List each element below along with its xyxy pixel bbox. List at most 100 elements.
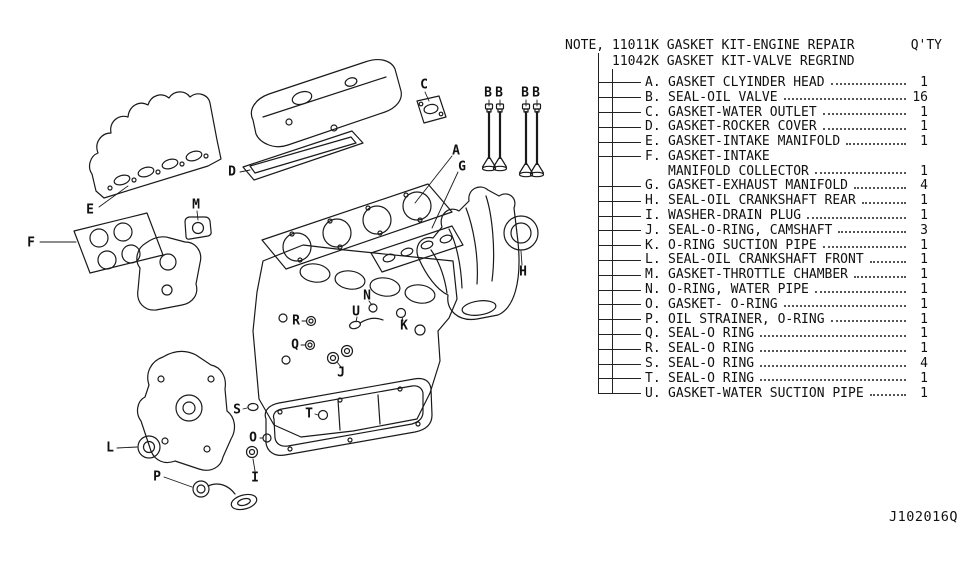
item-letter: T.: [645, 370, 661, 386]
parts-list-row[interactable]: B. SEAL-OIL VALVE 16: [565, 90, 942, 105]
item-letter: G.: [645, 178, 661, 194]
callout-L[interactable]: L: [106, 440, 114, 456]
callout-B[interactable]: B: [484, 85, 492, 101]
parts-list-row[interactable]: G. GASKET-EXHAUST MANIFOLD 4: [565, 178, 942, 194]
kit-tick: [598, 82, 641, 84]
item-letter: I.: [645, 208, 661, 224]
parts-list-row[interactable]: MANIFOLD COLLECTOR 1: [565, 164, 942, 179]
parts-list-row[interactable]: H. SEAL-OIL CRANKSHAFT REAR 1: [565, 193, 942, 208]
callout-B[interactable]: B: [521, 85, 529, 101]
parts-list-row[interactable]: L. SEAL-OIL CRANKSHAFT FRONT 1: [565, 252, 942, 268]
item-qty: 1: [920, 311, 928, 327]
kit-tick: [598, 245, 641, 247]
item-qty: 1: [920, 296, 928, 312]
callout-B[interactable]: B: [532, 85, 540, 101]
callout-R[interactable]: R: [292, 313, 300, 329]
item-name: SEAL-O RING: [668, 370, 755, 386]
callout-C[interactable]: C: [420, 77, 428, 93]
parts-list-row[interactable]: C. GASKET-WATER OUTLET 1: [565, 105, 942, 120]
cylinder-head-gasket-drawing: [261, 183, 453, 270]
parts-list-row[interactable]: S. SEAL-O RING 4: [565, 356, 942, 371]
item-name: SEAL-OIL CRANKSHAFT REAR: [668, 193, 856, 209]
kit-tick: [598, 363, 641, 365]
callout-U[interactable]: U: [352, 304, 360, 320]
kit-tick: [598, 230, 641, 232]
callout-T[interactable]: T: [305, 406, 313, 422]
item-qty: 1: [920, 104, 928, 120]
item-qty: 1: [920, 119, 928, 135]
parts-list-row[interactable]: J. SEAL-O-RING, CAMSHAFT 3: [565, 223, 942, 238]
parts-list-row[interactable]: N. O-RING, WATER PIPE 1: [565, 282, 942, 297]
callout-H[interactable]: H: [519, 264, 527, 280]
item-letter: J.: [645, 222, 661, 238]
item-letter: R.: [645, 341, 661, 357]
drawing-number: J102016Q: [889, 509, 959, 525]
leader-dots: [814, 290, 906, 293]
kit-tick: [598, 156, 641, 158]
parts-list-row[interactable]: E. GASKET-INTAKE MANIFOLD 1: [565, 134, 942, 149]
leader-dots: [783, 98, 906, 101]
item-qty: 1: [920, 385, 928, 401]
item-qty: 4: [920, 356, 928, 372]
parts-list-row[interactable]: D. GASKET-ROCKER COVER 1: [565, 119, 942, 134]
item-name: SEAL-O RING: [668, 341, 755, 357]
kit-tick: [598, 97, 641, 99]
parts-list-row[interactable]: P. OIL STRAINER, O-RING 1: [565, 312, 942, 327]
throttle-chamber-gasket-drawing: [184, 216, 212, 240]
drain-washer-drawing: [245, 445, 259, 459]
leader-dots: [869, 260, 906, 263]
kit-tick: [598, 289, 641, 291]
kit-tick: [598, 259, 641, 261]
item-name: SEAL-O RING: [668, 356, 755, 372]
item-name: SEAL-OIL CRANKSHAFT FRONT: [668, 252, 864, 268]
parts-list-row[interactable]: K. O-RING SUCTION PIPE 1: [565, 238, 942, 253]
callout-I[interactable]: I: [251, 470, 259, 486]
water-outlet-gasket-drawing: [416, 95, 447, 124]
parts-list-row[interactable]: Q. SEAL-O RING 1: [565, 326, 942, 342]
item-name: GASKET-EXHAUST MANIFOLD: [668, 178, 849, 194]
rocker-cover-gasket-drawing: [242, 130, 364, 181]
parts-list-row[interactable]: T. SEAL-O RING 1: [565, 371, 942, 386]
callout-K[interactable]: K: [400, 318, 408, 334]
item-name: MANIFOLD COLLECTOR: [668, 163, 809, 179]
callout-M[interactable]: M: [192, 197, 200, 213]
leader-dots: [760, 349, 906, 352]
parts-list-row[interactable]: U. GASKET-WATER SUCTION PIPE 1: [565, 386, 942, 401]
parts-list-row[interactable]: O. GASKET- O-RING 1: [565, 297, 942, 312]
kit-tick: [598, 111, 641, 113]
parts-list-row[interactable]: R. SEAL-O RING 1: [565, 341, 942, 356]
kit2-header: 11042K GASKET KIT-VALVE REGRIND: [612, 54, 855, 69]
item-name: GASKET-THROTTLE CHAMBER: [668, 267, 849, 283]
item-qty: 1: [920, 326, 928, 342]
leader-dots: [822, 246, 906, 249]
callout-P[interactable]: P: [153, 469, 161, 485]
item-letter: O.: [645, 296, 661, 312]
item-qty: 1: [920, 370, 928, 386]
item-name: WASHER-DRAIN PLUG: [668, 208, 802, 224]
parts-list-row[interactable]: M. GASKET-THROTTLE CHAMBER 1: [565, 267, 942, 282]
kit1-rail-line: [598, 53, 599, 393]
parts-list-row[interactable]: F. GASKET-INTAKE: [565, 149, 942, 164]
callout-G[interactable]: G: [458, 159, 466, 175]
callout-J[interactable]: J: [337, 365, 345, 381]
callout-N[interactable]: N: [363, 288, 371, 304]
callout-E[interactable]: E: [86, 202, 94, 218]
callout-Q[interactable]: Q: [291, 337, 299, 353]
parts-list-row[interactable]: I. WASHER-DRAIN PLUG 1: [565, 208, 942, 223]
callout-O[interactable]: O: [249, 430, 257, 446]
callout-F[interactable]: F: [27, 235, 35, 251]
leader-dots: [760, 334, 906, 337]
item-name: O-RING, WATER PIPE: [668, 282, 809, 298]
callout-S[interactable]: S: [233, 402, 241, 418]
item-qty: 1: [920, 237, 928, 253]
oil-pan-gasket-drawing: [264, 377, 433, 456]
callout-B[interactable]: B: [495, 85, 503, 101]
parts-list-row[interactable]: A. GASKET CLYINDER HEAD 1: [565, 75, 942, 90]
item-qty: 1: [920, 267, 928, 283]
callout-A[interactable]: A: [452, 143, 460, 159]
item-qty: 1: [920, 208, 928, 224]
callout-D[interactable]: D: [228, 164, 236, 180]
leader-dots: [861, 201, 906, 204]
item-name: GASKET-ROCKER COVER: [668, 119, 817, 135]
